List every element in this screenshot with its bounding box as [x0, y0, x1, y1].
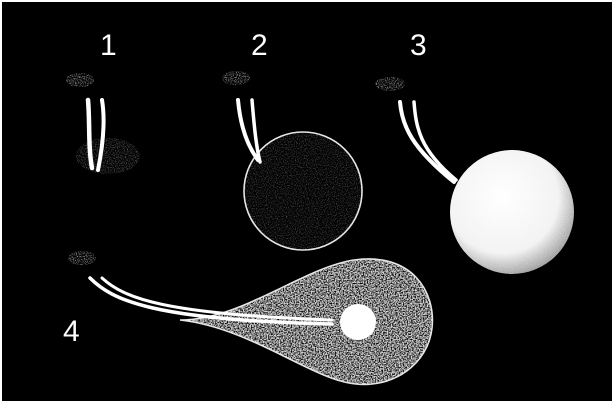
panel-3-hook-right — [414, 102, 456, 180]
panel-1-figure — [66, 73, 140, 174]
panel-3-figure — [375, 77, 574, 274]
panel-3-top-smudge — [375, 77, 405, 91]
panel-1-hook-left — [88, 100, 92, 168]
panel-1-base-smudge — [76, 138, 140, 174]
panel-4-figure — [68, 251, 432, 384]
panel-3-sphere-texture — [450, 150, 574, 274]
panel-1-top-smudge — [66, 73, 94, 87]
panel-2-figure — [222, 71, 362, 250]
panel-2-top-smudge — [222, 71, 250, 85]
panel-4-top-smudge — [68, 251, 96, 265]
panel-4-core-sphere — [340, 304, 376, 340]
